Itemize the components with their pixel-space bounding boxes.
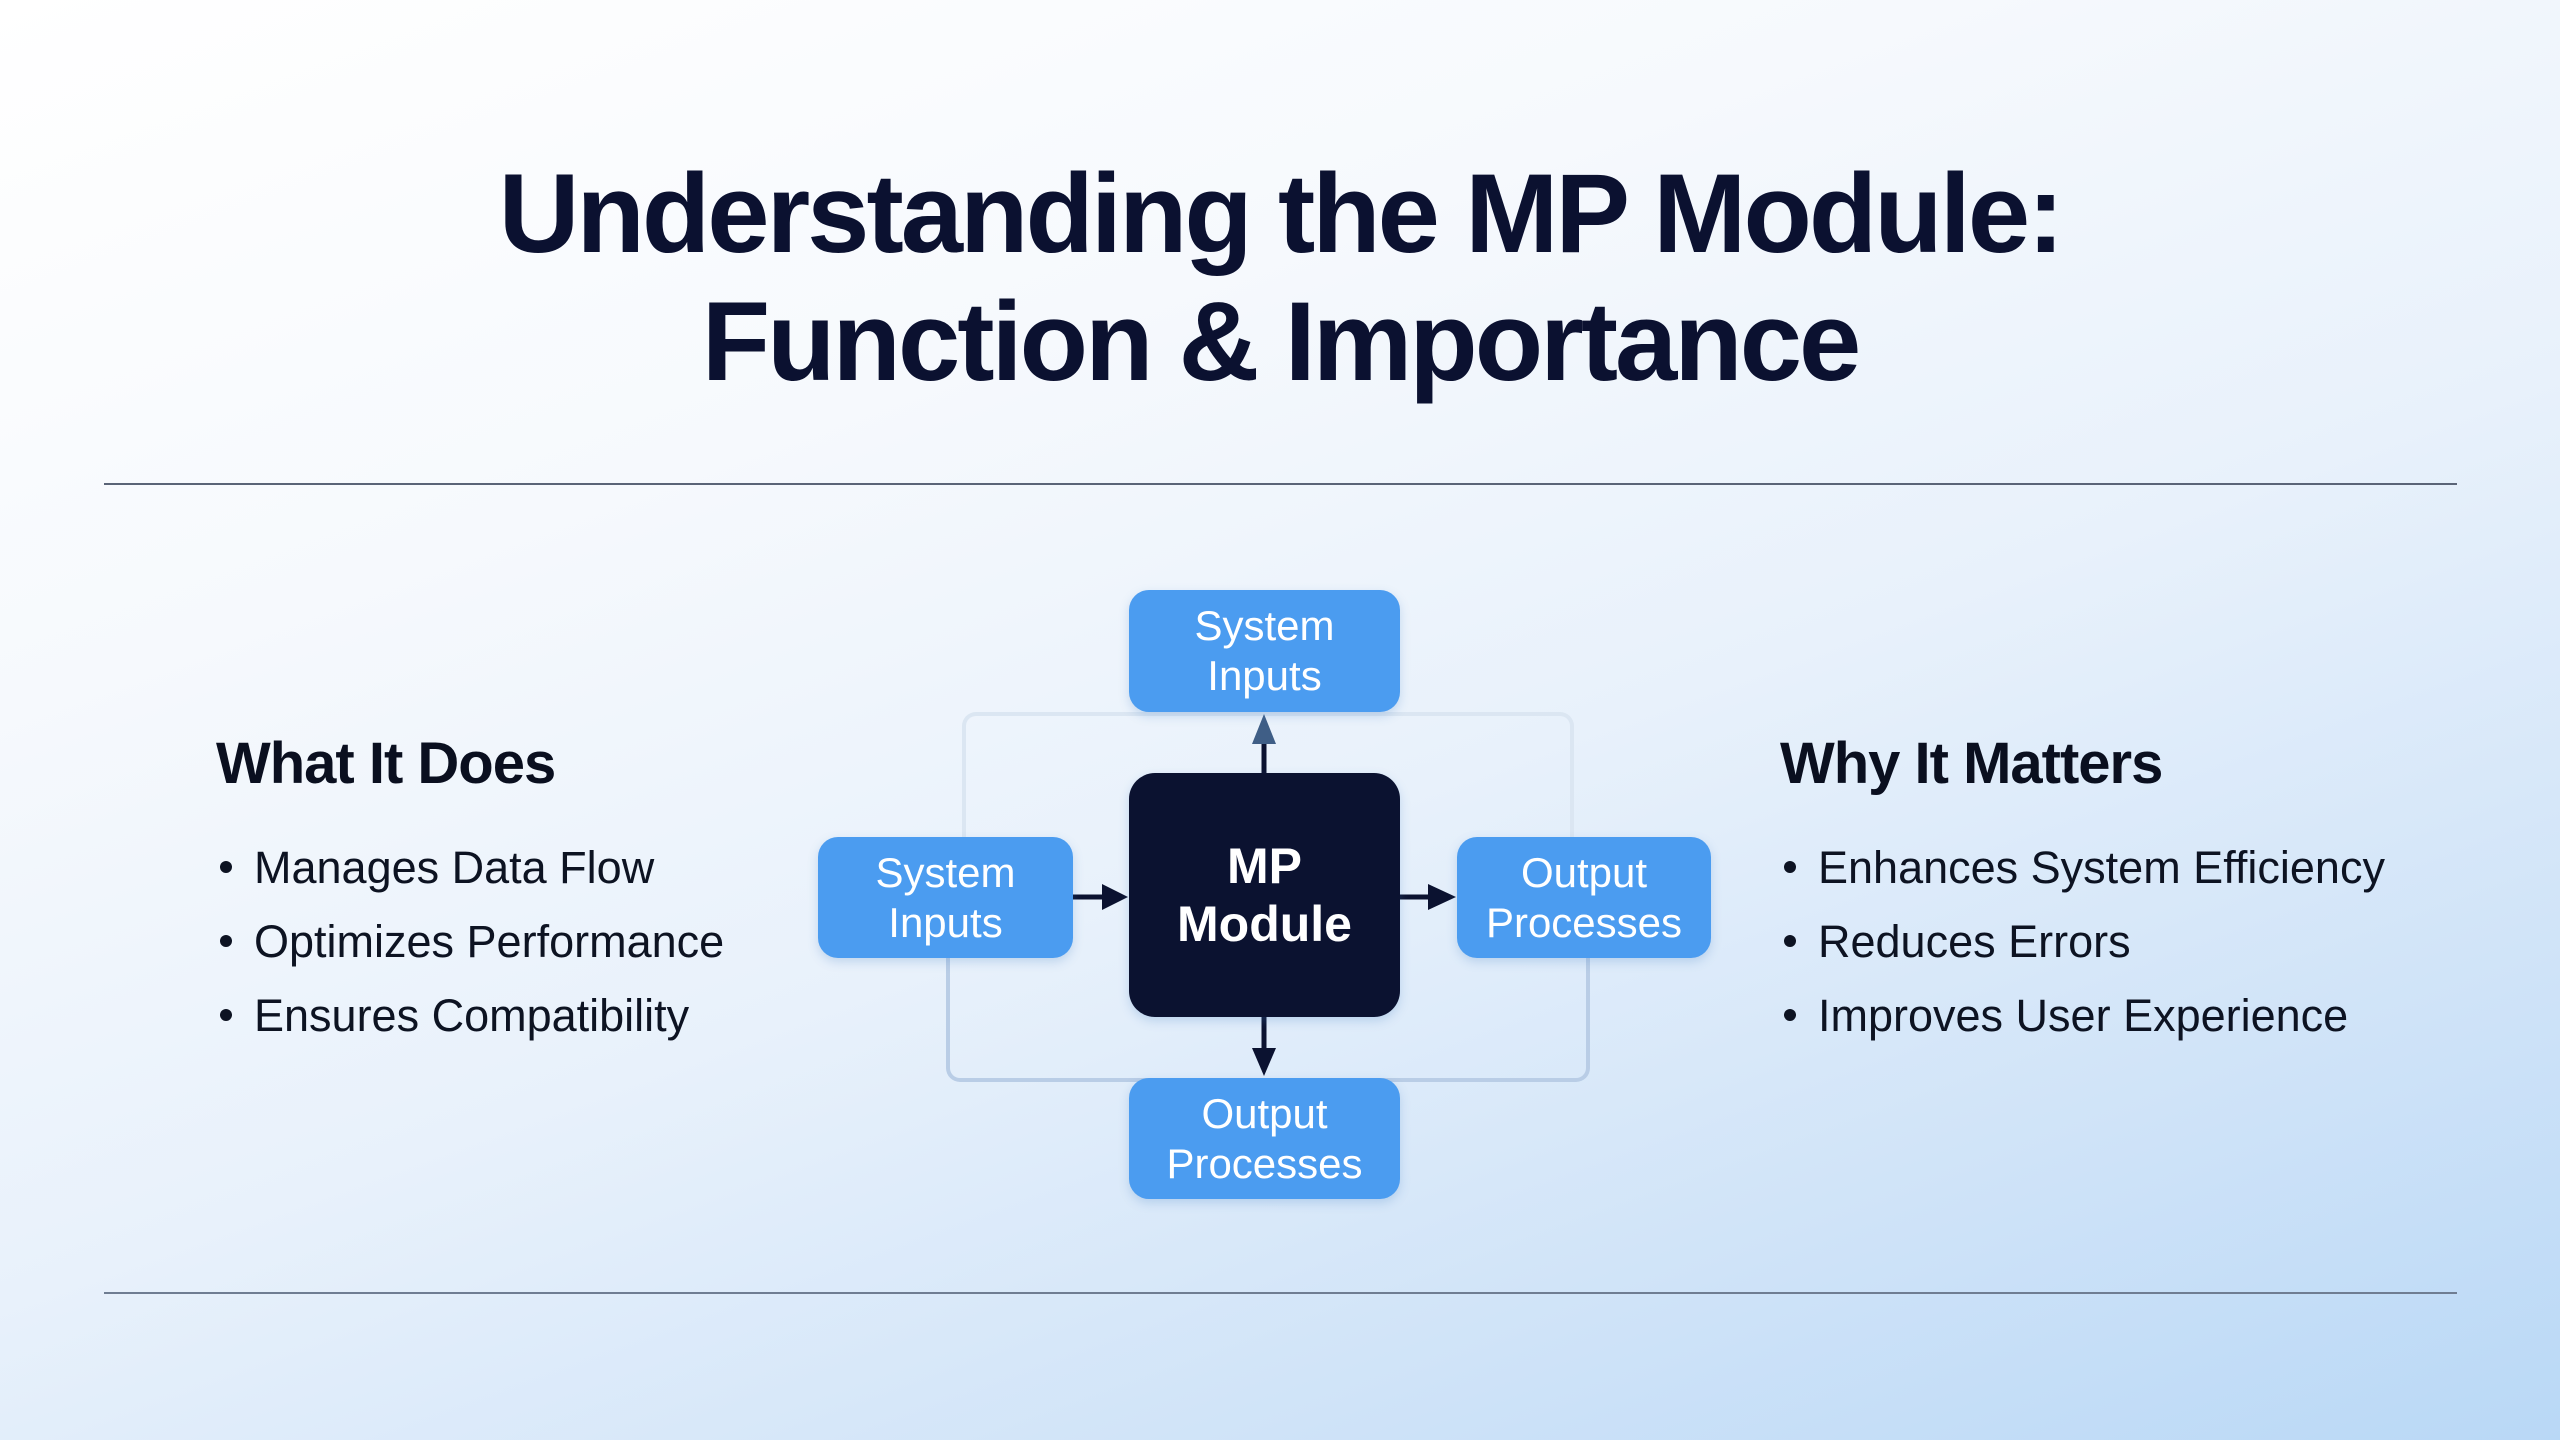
bottom-divider bbox=[104, 1292, 2457, 1294]
bullet-list: Manages Data Flow Optimizes Performance … bbox=[216, 831, 724, 1053]
why-it-matters-section: Why It Matters Enhances System Efficienc… bbox=[1780, 730, 2385, 1053]
section-heading: Why It Matters bbox=[1780, 731, 2163, 796]
bullet-icon bbox=[220, 861, 232, 874]
top-divider bbox=[104, 483, 2457, 485]
node-system-inputs-left: System Inputs bbox=[818, 837, 1073, 958]
arrow-up bbox=[1252, 714, 1276, 773]
list-item: Optimizes Performance bbox=[216, 905, 724, 979]
page-title: Understanding the MP Module: Function & … bbox=[0, 150, 2560, 406]
bullet-icon bbox=[220, 1009, 232, 1022]
bullet-icon bbox=[1784, 935, 1796, 948]
what-it-does-section: What It Does Manages Data Flow Optimizes… bbox=[216, 730, 724, 1053]
arrow-center-to-right bbox=[1400, 884, 1456, 910]
list-item: Manages Data Flow bbox=[216, 831, 724, 905]
arrow-left-to-center bbox=[1073, 884, 1128, 910]
feedback-loop-top bbox=[962, 712, 1574, 856]
node-mp-module: MP Module bbox=[1129, 773, 1400, 1017]
node-system-inputs-top: System Inputs bbox=[1129, 590, 1400, 712]
bullet-icon bbox=[1784, 1009, 1796, 1022]
list-item: Ensures Compatibility bbox=[216, 979, 724, 1053]
node-output-processes-bottom: Output Processes bbox=[1129, 1078, 1400, 1199]
node-output-processes-right: Output Processes bbox=[1457, 837, 1711, 958]
list-item: Reduces Errors bbox=[1780, 905, 2385, 979]
arrow-down bbox=[1252, 1017, 1276, 1076]
bullet-icon bbox=[220, 935, 232, 948]
list-item: Improves User Experience bbox=[1780, 979, 2385, 1053]
bullet-icon bbox=[1784, 861, 1796, 874]
title-line-2: Function & Importance bbox=[701, 279, 1862, 404]
section-heading: What It Does bbox=[216, 731, 556, 796]
list-item: Enhances System Efficiency bbox=[1780, 831, 2385, 905]
title-line-1: Understanding the MP Module: bbox=[498, 151, 2065, 276]
bullet-list: Enhances System Efficiency Reduces Error… bbox=[1780, 831, 2385, 1053]
